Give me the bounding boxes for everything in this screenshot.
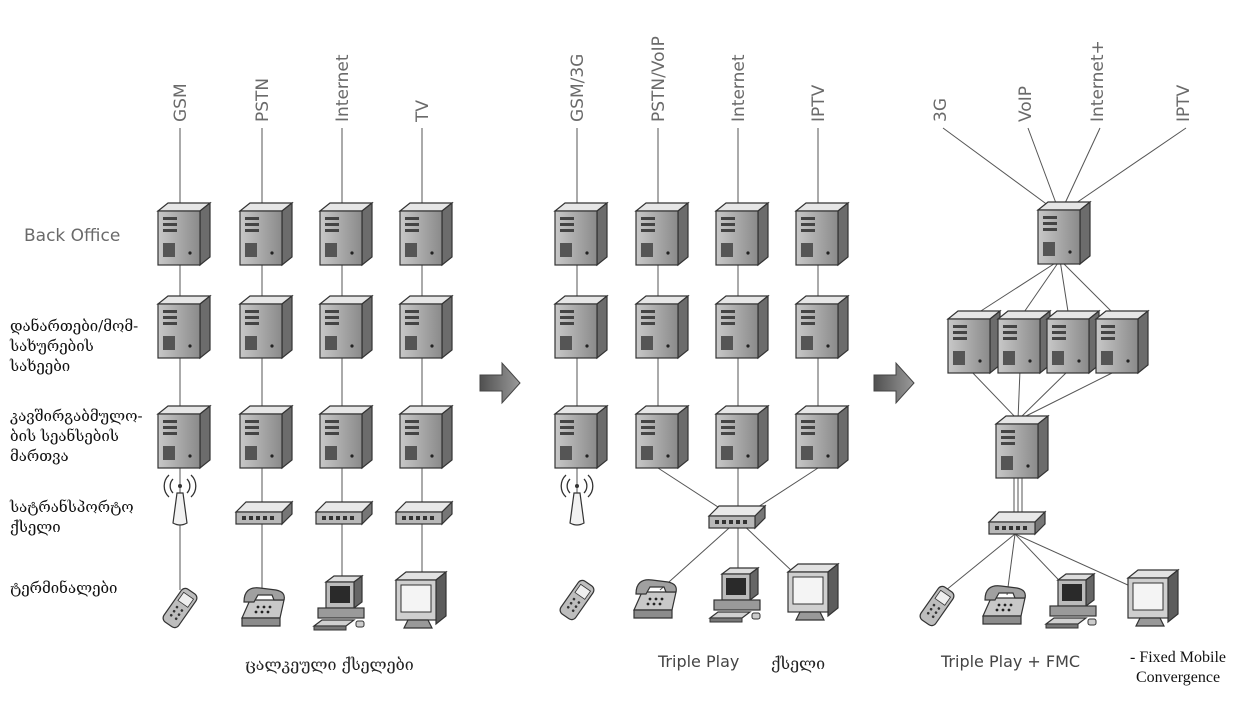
server-icon bbox=[795, 405, 849, 469]
server-icon bbox=[795, 202, 849, 266]
connection-line bbox=[969, 369, 1019, 421]
service-label-p2-3: IPTV bbox=[809, 84, 829, 122]
service-label-p3-2: Internet+ bbox=[1088, 40, 1108, 122]
mobile-phone-icon bbox=[917, 583, 957, 629]
mobile-phone-icon bbox=[557, 577, 597, 623]
service-label-p3-0: 3G bbox=[931, 98, 951, 122]
server-icon bbox=[635, 202, 689, 266]
connection-line bbox=[969, 259, 1061, 319]
row-label-terminals: ტერმინალები bbox=[10, 579, 118, 597]
monitor-icon bbox=[1127, 569, 1179, 627]
desk-phone-icon bbox=[633, 579, 677, 619]
desk-phone-icon bbox=[982, 585, 1026, 625]
service-label-p2-2: Internet bbox=[729, 54, 749, 122]
service-label-p1-0: GSM bbox=[171, 83, 191, 122]
server-icon bbox=[157, 295, 211, 359]
switch-icon bbox=[708, 505, 766, 529]
caption-triple-play: Triple Play bbox=[658, 652, 740, 671]
server-icon bbox=[554, 405, 608, 469]
service-label-p2-1: PSTN/VoIP bbox=[649, 36, 669, 122]
server-icon bbox=[715, 405, 769, 469]
server-icon bbox=[715, 295, 769, 359]
connection-line bbox=[1027, 127, 1061, 215]
server-icon bbox=[715, 202, 769, 266]
connection-line bbox=[939, 533, 1016, 596]
row-label-transport: სატრანსპორტო ქსელი bbox=[10, 498, 134, 536]
connection-line bbox=[942, 127, 1061, 215]
connection-line bbox=[1059, 127, 1187, 215]
computer-icon bbox=[709, 567, 761, 623]
monitor-icon bbox=[787, 563, 839, 621]
row-label-applications: დანართები/მომ- სახურების სახეები bbox=[10, 317, 139, 375]
connection-line bbox=[1059, 127, 1101, 215]
service-label-p3-3: IPTV bbox=[1174, 84, 1194, 122]
connection-line bbox=[1017, 369, 1021, 421]
service-label-p3-1: VoIP bbox=[1016, 86, 1036, 122]
mobile-phone-icon bbox=[160, 585, 200, 631]
server-icon bbox=[1037, 201, 1091, 265]
monitor-icon bbox=[395, 571, 447, 629]
server-icon bbox=[319, 295, 373, 359]
computer-icon bbox=[313, 575, 365, 631]
server-icon bbox=[399, 405, 453, 469]
caption-separate-networks: ცალკეული ქსელები bbox=[245, 655, 414, 674]
connection-line bbox=[659, 519, 739, 591]
switch-icon bbox=[988, 511, 1046, 535]
computer-icon bbox=[1045, 573, 1097, 629]
server-icon bbox=[554, 295, 608, 359]
server-icon bbox=[319, 202, 373, 266]
desk-phone-icon bbox=[241, 587, 285, 627]
server-icon bbox=[319, 405, 373, 469]
caption-triple-play-fmc: Triple Play + FMC bbox=[941, 652, 1081, 671]
server-icon bbox=[995, 415, 1049, 479]
switch-icon bbox=[315, 501, 373, 525]
connection-line bbox=[1059, 259, 1119, 319]
server-icon bbox=[239, 405, 293, 469]
service-label-p1-1: PSTN bbox=[253, 78, 273, 122]
connection-line bbox=[1017, 369, 1119, 421]
service-label-p1-3: TV bbox=[413, 100, 433, 123]
row-label-back-office: Back Office bbox=[24, 226, 121, 246]
server-icon bbox=[795, 295, 849, 359]
connection-line bbox=[1006, 533, 1016, 596]
server-icon bbox=[997, 310, 1051, 374]
service-label-p1-2: Internet bbox=[333, 54, 353, 122]
fmc-note: - Fixed Mobile Convergence bbox=[1130, 649, 1226, 686]
server-icon bbox=[157, 405, 211, 469]
server-icon bbox=[157, 202, 211, 266]
caption-triple-play-network: ქსელი bbox=[771, 654, 826, 673]
service-label-p2-0: GSM/3G bbox=[568, 54, 588, 122]
server-icon bbox=[239, 202, 293, 266]
server-icon bbox=[635, 405, 689, 469]
server-icon bbox=[1046, 310, 1100, 374]
server-icon bbox=[1095, 310, 1149, 374]
server-icon bbox=[399, 295, 453, 359]
server-icon bbox=[399, 202, 453, 266]
server-icon bbox=[947, 310, 1001, 374]
row-label-session-control: კავშირგაბმულო- ბის სეანსების მართვა bbox=[10, 407, 143, 465]
connection-line bbox=[1059, 259, 1070, 319]
connection-line bbox=[1019, 259, 1061, 319]
server-icon bbox=[554, 202, 608, 266]
server-icon bbox=[239, 295, 293, 359]
arrow-right-icon bbox=[479, 362, 521, 404]
connection-line bbox=[1017, 369, 1070, 421]
arrow-right-icon bbox=[873, 362, 915, 404]
switch-icon bbox=[395, 501, 453, 525]
switch-icon bbox=[235, 501, 293, 525]
server-icon bbox=[635, 295, 689, 359]
